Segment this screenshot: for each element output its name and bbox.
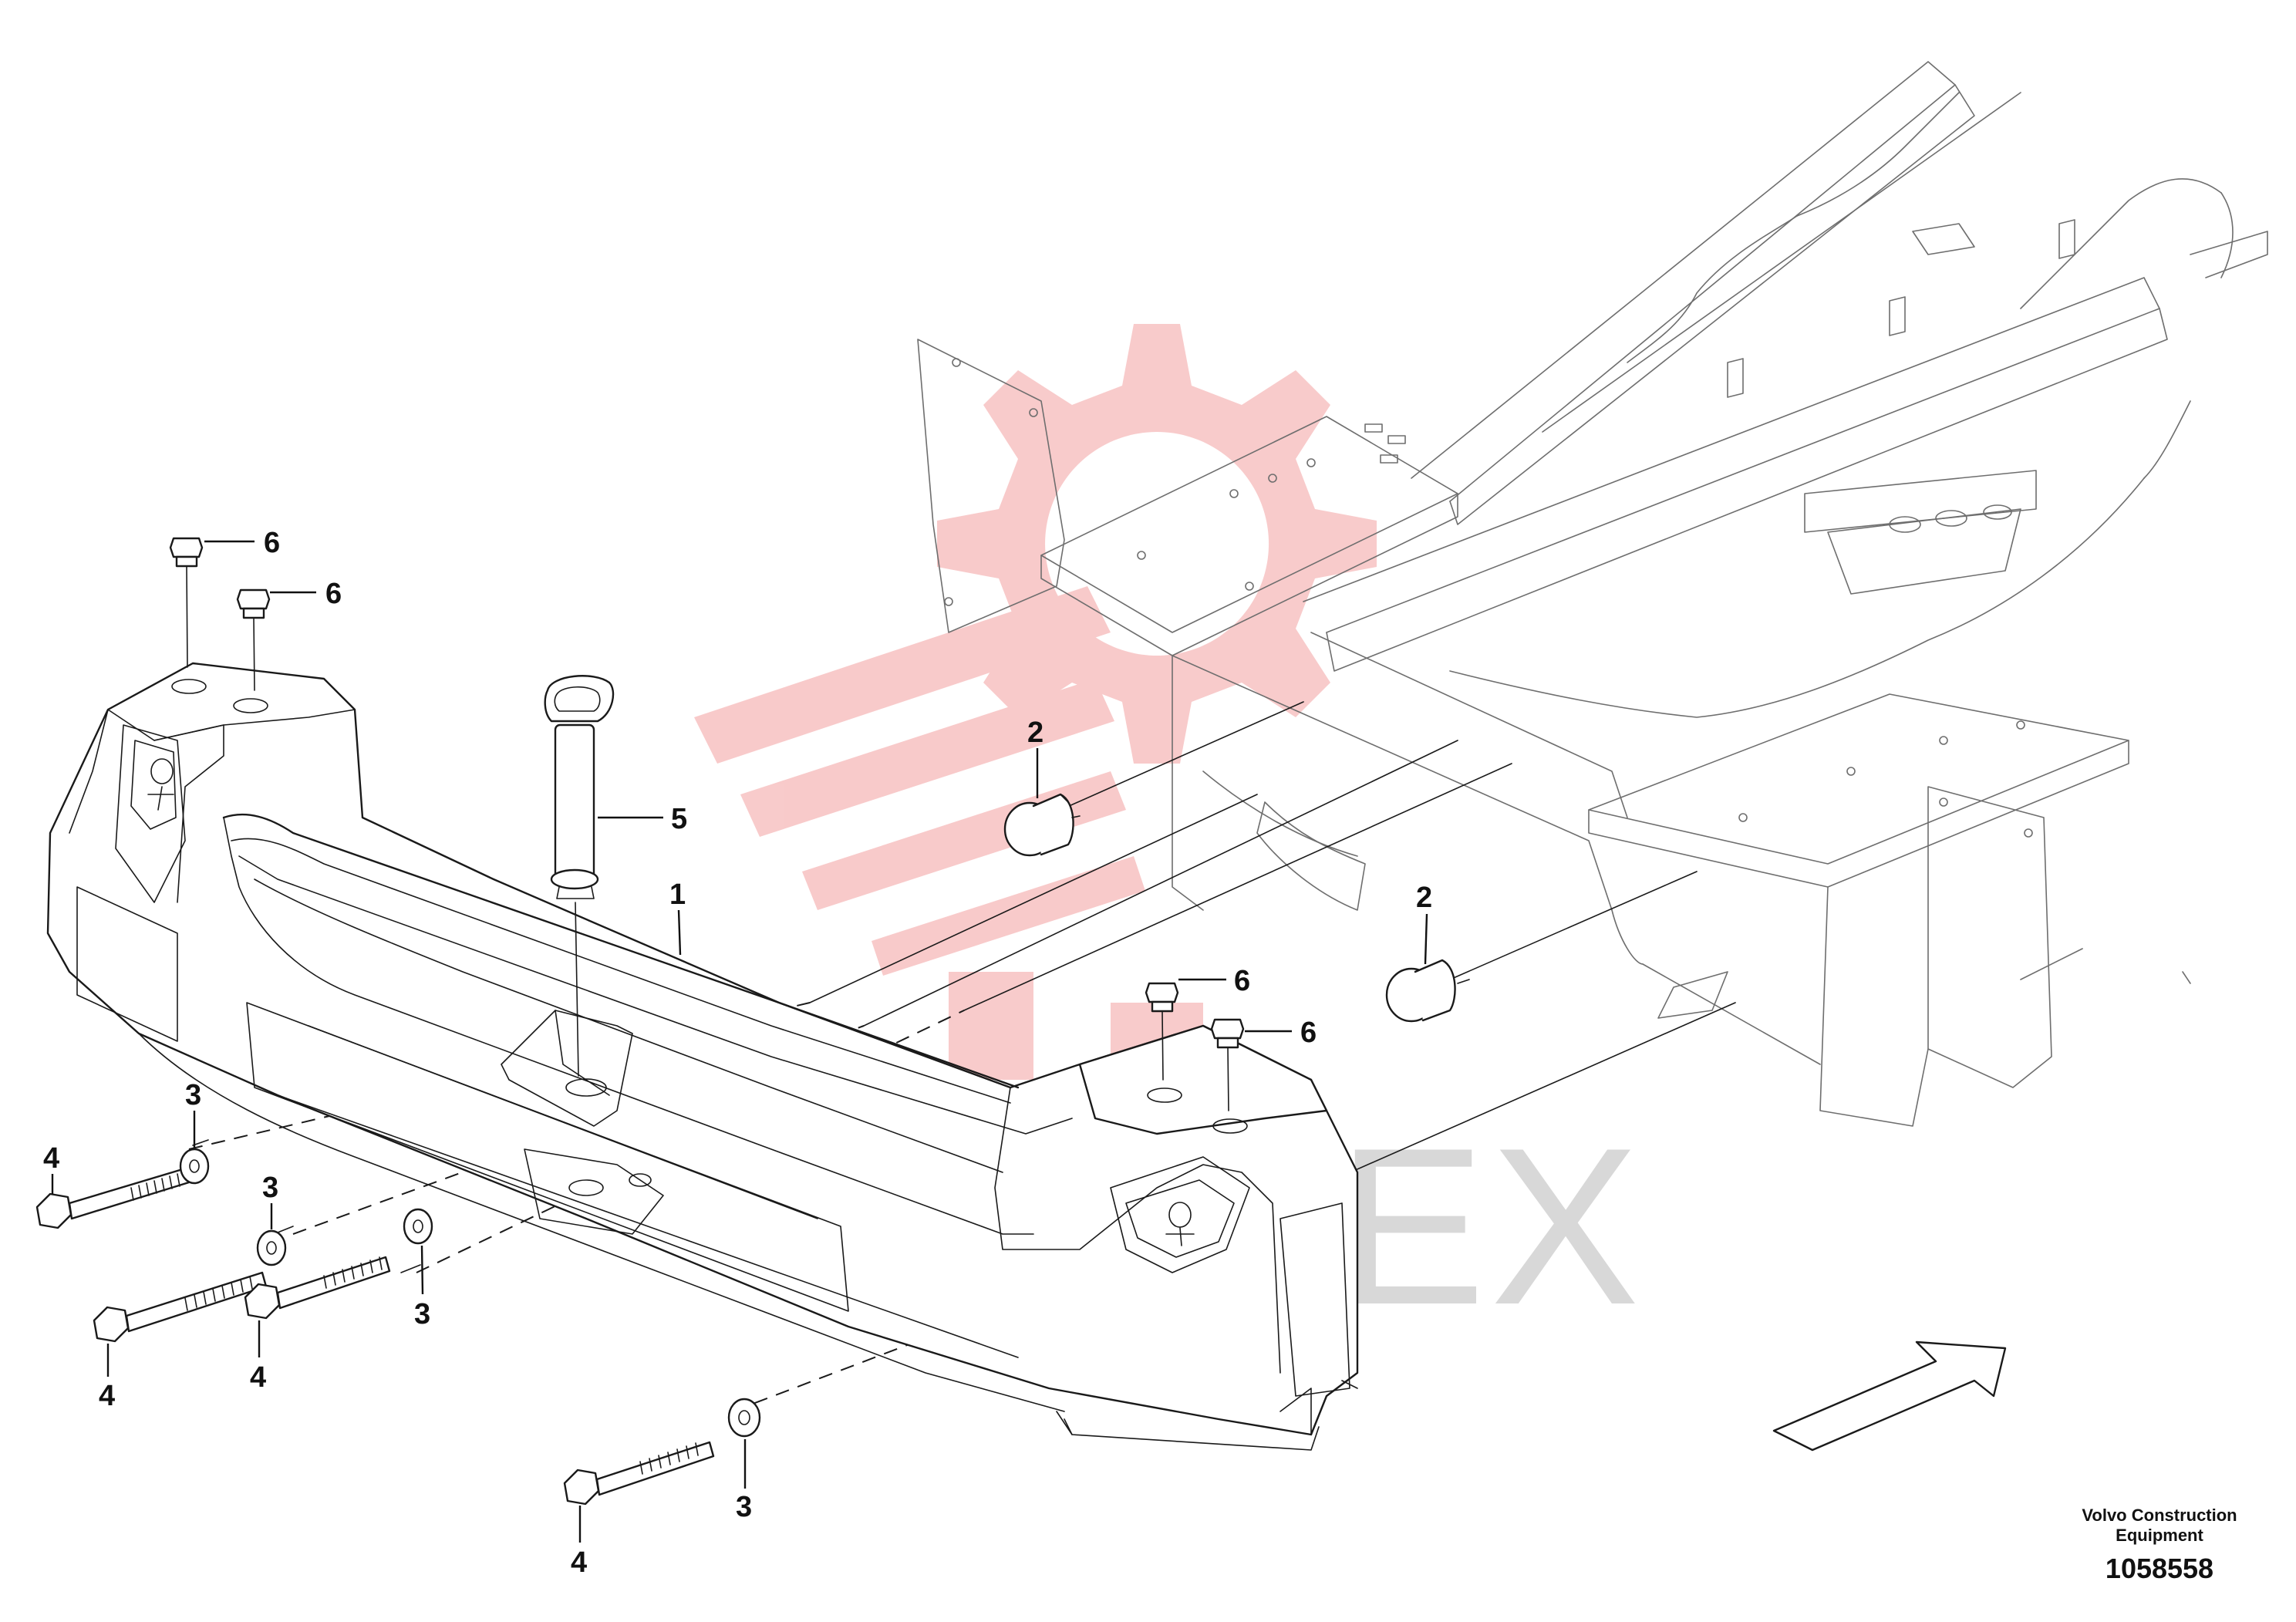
washer-3d xyxy=(727,1398,761,1438)
plug-6d xyxy=(1210,1018,1245,1111)
callout-3: 3 xyxy=(185,1079,201,1111)
callout-6: 6 xyxy=(1300,1017,1317,1049)
callout-6: 6 xyxy=(1234,965,1250,997)
plug-6c xyxy=(1145,982,1179,1081)
washer-3c xyxy=(403,1208,433,1245)
callout-3: 3 xyxy=(736,1491,752,1523)
callout-4: 4 xyxy=(99,1380,115,1412)
callout-4: 4 xyxy=(571,1546,587,1579)
washer-3b xyxy=(256,1229,287,1266)
callout-5: 5 xyxy=(671,803,687,835)
assembly-lines xyxy=(188,701,1736,1412)
bumper-counterweight xyxy=(46,662,1359,1451)
manufacturer-name-line1: Volvo Construction xyxy=(2082,1506,2237,1525)
callout-3: 3 xyxy=(262,1172,278,1204)
bolt-4c xyxy=(244,1256,391,1320)
rubber-buffer-lower xyxy=(1385,959,1470,1023)
manufacturer-name-line2: Equipment xyxy=(2116,1526,2203,1545)
bolt-4a xyxy=(35,1167,190,1229)
callout-numbers: 6 6 6 6 5 1 2 2 3 3 3 3 4 4 4 4 xyxy=(43,527,1432,1579)
chassis-frame xyxy=(917,61,2268,1127)
forward-direction-arrow xyxy=(1772,1340,2007,1452)
drawing-number: 1058558 xyxy=(2106,1553,2213,1584)
intech-watermark-logo xyxy=(694,324,1377,1095)
callout-2: 2 xyxy=(1027,717,1043,749)
callout-3: 3 xyxy=(414,1298,430,1330)
callout-leaders xyxy=(51,540,1428,1543)
rubber-buffer-upper xyxy=(1003,793,1081,857)
callout-6: 6 xyxy=(325,578,342,610)
callout-4: 4 xyxy=(250,1361,266,1394)
callout-2: 2 xyxy=(1416,882,1432,914)
callout-6: 6 xyxy=(264,527,280,559)
drawing-caption: Volvo Construction Equipment 1058558 xyxy=(2082,1506,2237,1584)
hitch-pin xyxy=(544,675,615,1077)
bolt-4b xyxy=(93,1271,268,1343)
washer-3a xyxy=(179,1148,210,1185)
callout-4: 4 xyxy=(43,1142,59,1175)
plug-6a xyxy=(169,537,204,668)
callout-1: 1 xyxy=(669,878,686,911)
bolt-4d xyxy=(563,1441,715,1506)
plug-6b xyxy=(236,588,271,691)
